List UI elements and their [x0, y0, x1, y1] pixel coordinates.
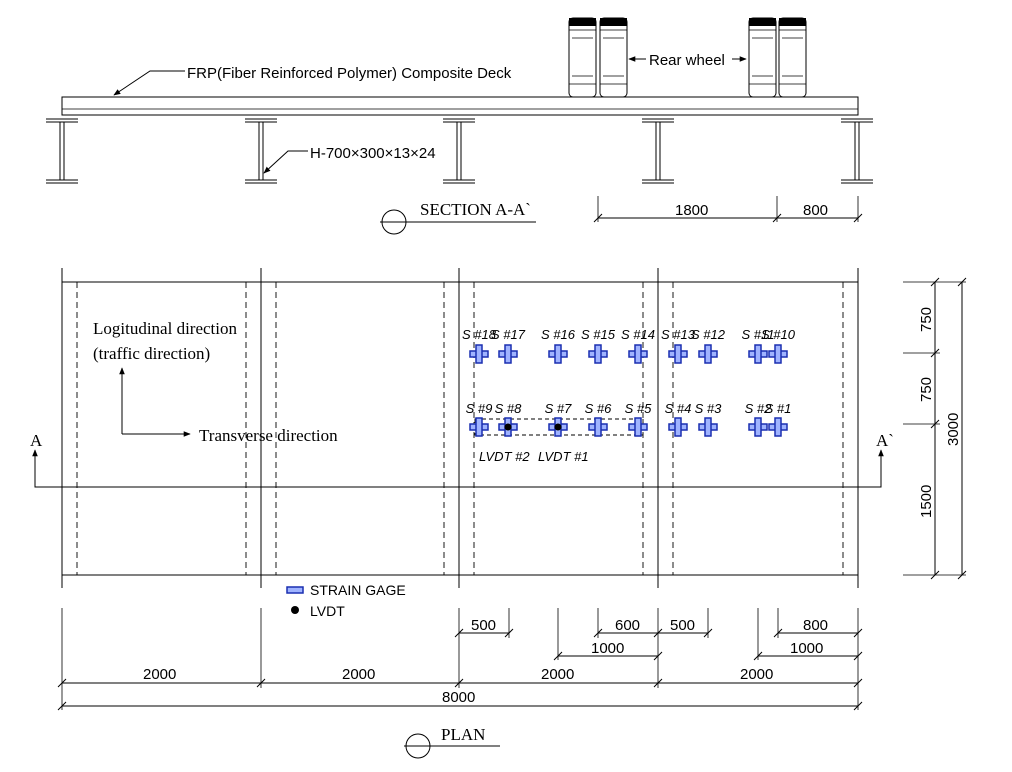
lvdt-label-2: LVDT #2 — [479, 449, 530, 464]
gauge-label: S #4 — [665, 401, 692, 416]
dim-1800: 1800 — [675, 202, 708, 219]
plan-view: A A` Logitudinal direction (traffic dire… — [30, 268, 967, 759]
wheel — [599, 17, 628, 98]
flange-lines — [76, 282, 844, 575]
wheel — [748, 17, 777, 98]
legend: STRAIN GAGE LVDT — [286, 582, 406, 619]
strain-gauge — [469, 417, 489, 437]
steel-girders — [46, 118, 873, 184]
girder — [443, 118, 475, 184]
strain-gauge — [498, 417, 518, 437]
legend-strain-gage: STRAIN GAGE — [310, 582, 406, 598]
strain-gauge — [668, 344, 688, 364]
dim-500-a: 500 — [471, 617, 496, 634]
strain-gauge — [698, 417, 718, 437]
strain-gauge — [748, 417, 768, 437]
direction-traffic: (traffic direction) — [93, 344, 210, 363]
gauge-label: S #8 — [495, 401, 523, 416]
strain-gauges: S #18S #17 S #16 S #15 S #14 S #13S #12 S #11… — [462, 327, 796, 437]
rear-wheels — [568, 17, 807, 98]
strain-gauge — [588, 417, 608, 437]
gauge-label: S #10 — [761, 327, 796, 342]
dim-750-a: 750 — [918, 307, 935, 332]
lvdt-marker — [554, 423, 562, 431]
section-view: Rear wheel FRP(Fiber Reinforced Polymer)… — [46, 17, 873, 235]
strain-gauge — [768, 344, 788, 364]
dim-750-b: 750 — [918, 377, 935, 402]
gauge-label: S #14 — [621, 327, 655, 342]
strain-gauge — [469, 344, 489, 364]
dim-600: 600 — [615, 617, 640, 634]
gauge-label: S #11 — [741, 327, 774, 342]
strain-gauge — [748, 344, 768, 364]
wheel — [778, 17, 807, 98]
gauge-label: S #3 — [695, 401, 723, 416]
girder — [245, 118, 277, 184]
gauge-label: S #1 — [765, 401, 792, 416]
dim-2000-c: 2000 — [541, 666, 574, 683]
gauge-label: S #15 — [581, 327, 616, 342]
gauge-label: S #16 — [541, 327, 576, 342]
direction-longitudinal: Logitudinal direction — [93, 319, 237, 338]
lvdt-marker — [504, 423, 512, 431]
gauge-label: S #5 — [625, 401, 653, 416]
lvdt-legend-icon — [291, 606, 299, 614]
dim-3000: 3000 — [945, 413, 962, 446]
dim-2000-d: 2000 — [740, 666, 773, 683]
strain-gauge — [698, 344, 718, 364]
gauge-label: S #7 — [545, 401, 573, 416]
section-dimensions: 1800 800 — [593, 196, 863, 223]
direction-transverse: Transverse direction — [199, 426, 338, 445]
girder — [841, 118, 873, 184]
gauge-label: S #13 — [661, 327, 696, 342]
strain-gauge — [548, 417, 568, 437]
strain-gauge — [588, 344, 608, 364]
gauge-label: S #6 — [585, 401, 613, 416]
strain-gauge — [498, 344, 518, 364]
girder — [642, 118, 674, 184]
gauge-label: S #12 — [691, 327, 726, 342]
strain-gauge — [628, 344, 648, 364]
plan-title: PLAN — [441, 725, 485, 744]
girder-label: H-700×300×13×24 — [310, 145, 436, 162]
gauge-label: S #2 — [745, 401, 773, 416]
dim-1000-b: 1000 — [790, 640, 823, 657]
lvdt-label-1: LVDT #1 — [538, 449, 589, 464]
frp-deck — [61, 96, 859, 116]
gauge-label: S #18 — [462, 327, 497, 342]
bottom-dimensions: 500 600 500 800 1000 1000 2000 2000 2000… — [57, 608, 863, 711]
right-dimensions: 750 750 1500 3000 — [903, 277, 967, 580]
dim-800: 800 — [803, 202, 828, 219]
dim-2000-a: 2000 — [143, 666, 176, 683]
girder — [46, 118, 78, 184]
dim-1500: 1500 — [918, 485, 935, 518]
section-title: SECTION A-A` — [420, 200, 531, 219]
rear-wheel-label: Rear wheel — [649, 52, 725, 69]
dim-800-plan: 800 — [803, 617, 828, 634]
deck-label: FRP(Fiber Reinforced Polymer) Composite … — [187, 65, 512, 82]
gauge-label: S #17 — [491, 327, 526, 342]
cut-label-left: A — [30, 431, 43, 450]
legend-lvdt: LVDT — [310, 603, 345, 619]
dim-2000-b: 2000 — [342, 666, 375, 683]
cut-label-right: A` — [876, 431, 894, 450]
gauge-label: S #9 — [466, 401, 493, 416]
strain-gauge — [668, 417, 688, 437]
dim-500-b: 500 — [670, 617, 695, 634]
wheel — [568, 17, 597, 98]
dim-8000: 8000 — [442, 689, 475, 706]
strain-gage-legend-icon — [286, 586, 304, 594]
strain-gauge — [548, 344, 568, 364]
strain-gauge — [628, 417, 648, 437]
strain-gauge — [768, 417, 788, 437]
dim-1000-a: 1000 — [591, 640, 624, 657]
